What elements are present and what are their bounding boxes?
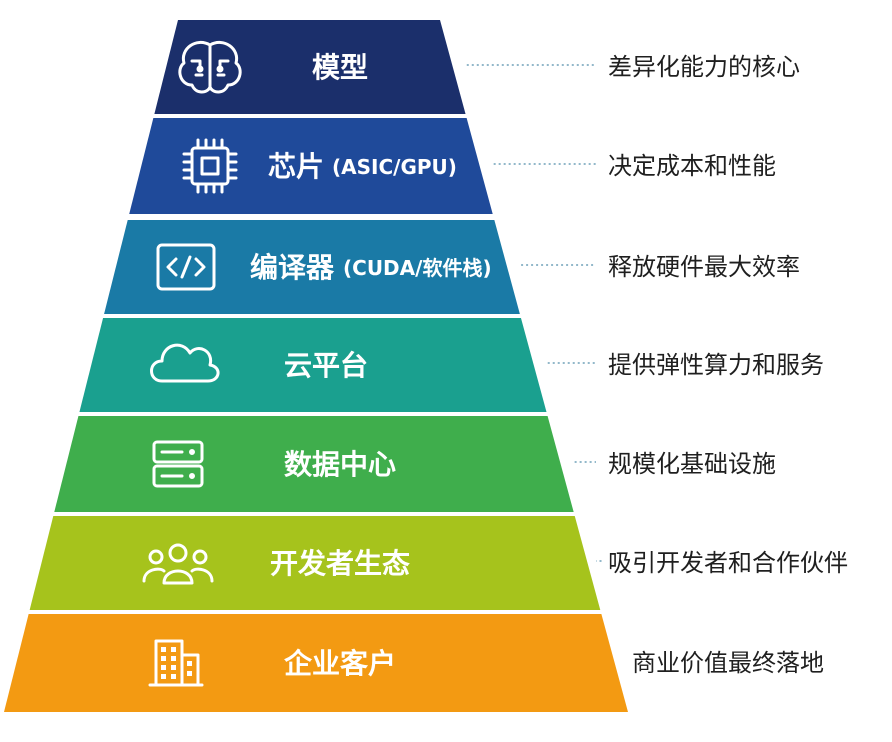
pyramid-layer-band	[4, 614, 628, 712]
layer-label: 云平台	[284, 349, 368, 382]
layer-label: 企业客户	[284, 647, 396, 680]
pyramid-layer: 云平台	[79, 318, 547, 412]
chip-icon	[182, 138, 238, 194]
code-icon	[156, 243, 216, 291]
cloud-icon	[150, 343, 220, 383]
layer-label-suffix: (ASIC/GPU)	[332, 155, 457, 179]
layer-description: 商业价值最终落地	[632, 649, 824, 677]
pyramid-layer: 模型	[154, 20, 466, 114]
people-icon	[142, 543, 214, 585]
layer-description: 差异化能力的核心	[608, 53, 800, 81]
pyramid-layer: 数据中心	[54, 416, 574, 512]
pyramid-layer: 企业客户	[4, 614, 628, 712]
pyramid-layer: 芯片 (ASIC/GPU)	[129, 118, 493, 214]
server-icon	[152, 440, 204, 488]
pyramid-layer-band	[154, 20, 466, 114]
pyramid-layer: 开发者生态	[29, 516, 601, 610]
layer-label: 芯片	[268, 150, 324, 183]
layer-description: 决定成本和性能	[608, 152, 776, 180]
layer-label: 编译器	[250, 251, 335, 284]
layer-label: 模型	[312, 51, 368, 84]
layer-label: 数据中心	[284, 448, 396, 481]
layer-label: 开发者生态	[270, 547, 410, 580]
pyramid-layer: 编译器 (CUDA/软件栈)	[104, 220, 520, 314]
layer-description: 规模化基础设施	[608, 450, 776, 478]
pyramid-layer-band	[54, 416, 574, 512]
layer-description: 释放硬件最大效率	[608, 253, 800, 281]
pyramid-layer-band	[129, 118, 493, 214]
layer-label-suffix: (CUDA/软件栈)	[343, 256, 492, 280]
layer-description: 提供弹性算力和服务	[608, 351, 824, 379]
layer-description: 吸引开发者和合作伙伴	[608, 549, 848, 577]
building-icon	[148, 639, 204, 687]
pyramid-layer-band	[79, 318, 547, 412]
brain-icon	[178, 40, 242, 94]
pyramid-layer-band	[29, 516, 601, 610]
